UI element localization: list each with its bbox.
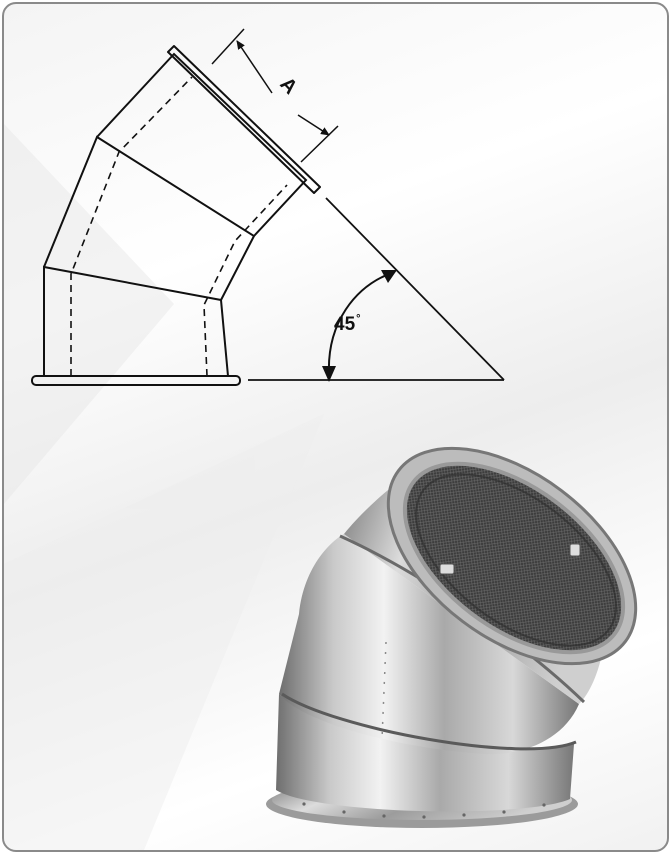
inner-dashed-lines	[70, 76, 288, 377]
dimension-arrow-line-2	[297, 114, 330, 136]
dimension-extension-line-2	[300, 125, 339, 163]
duct-elbow-photo	[266, 446, 638, 828]
top-segment-outline	[96, 52, 308, 237]
figure-canvas: A 45°	[4, 28, 638, 850]
bottom-flange	[31, 375, 241, 386]
bottom-segment-outline	[43, 265, 229, 377]
top-flange	[167, 45, 321, 194]
background-swoosh	[4, 124, 324, 850]
dimension-label: A	[275, 73, 301, 99]
angle-hypotenuse	[325, 197, 505, 381]
middle-segment-outline	[43, 135, 256, 301]
angle-label: 45°	[334, 313, 361, 335]
angle-arrowhead-top	[381, 270, 397, 283]
angle-arc	[327, 271, 395, 375]
angle-arrowhead-bottom	[322, 366, 336, 382]
elbow-line-drawing	[31, 28, 505, 386]
dimension-extension-line-1	[211, 28, 245, 65]
dimension-arrow-line	[236, 40, 273, 94]
